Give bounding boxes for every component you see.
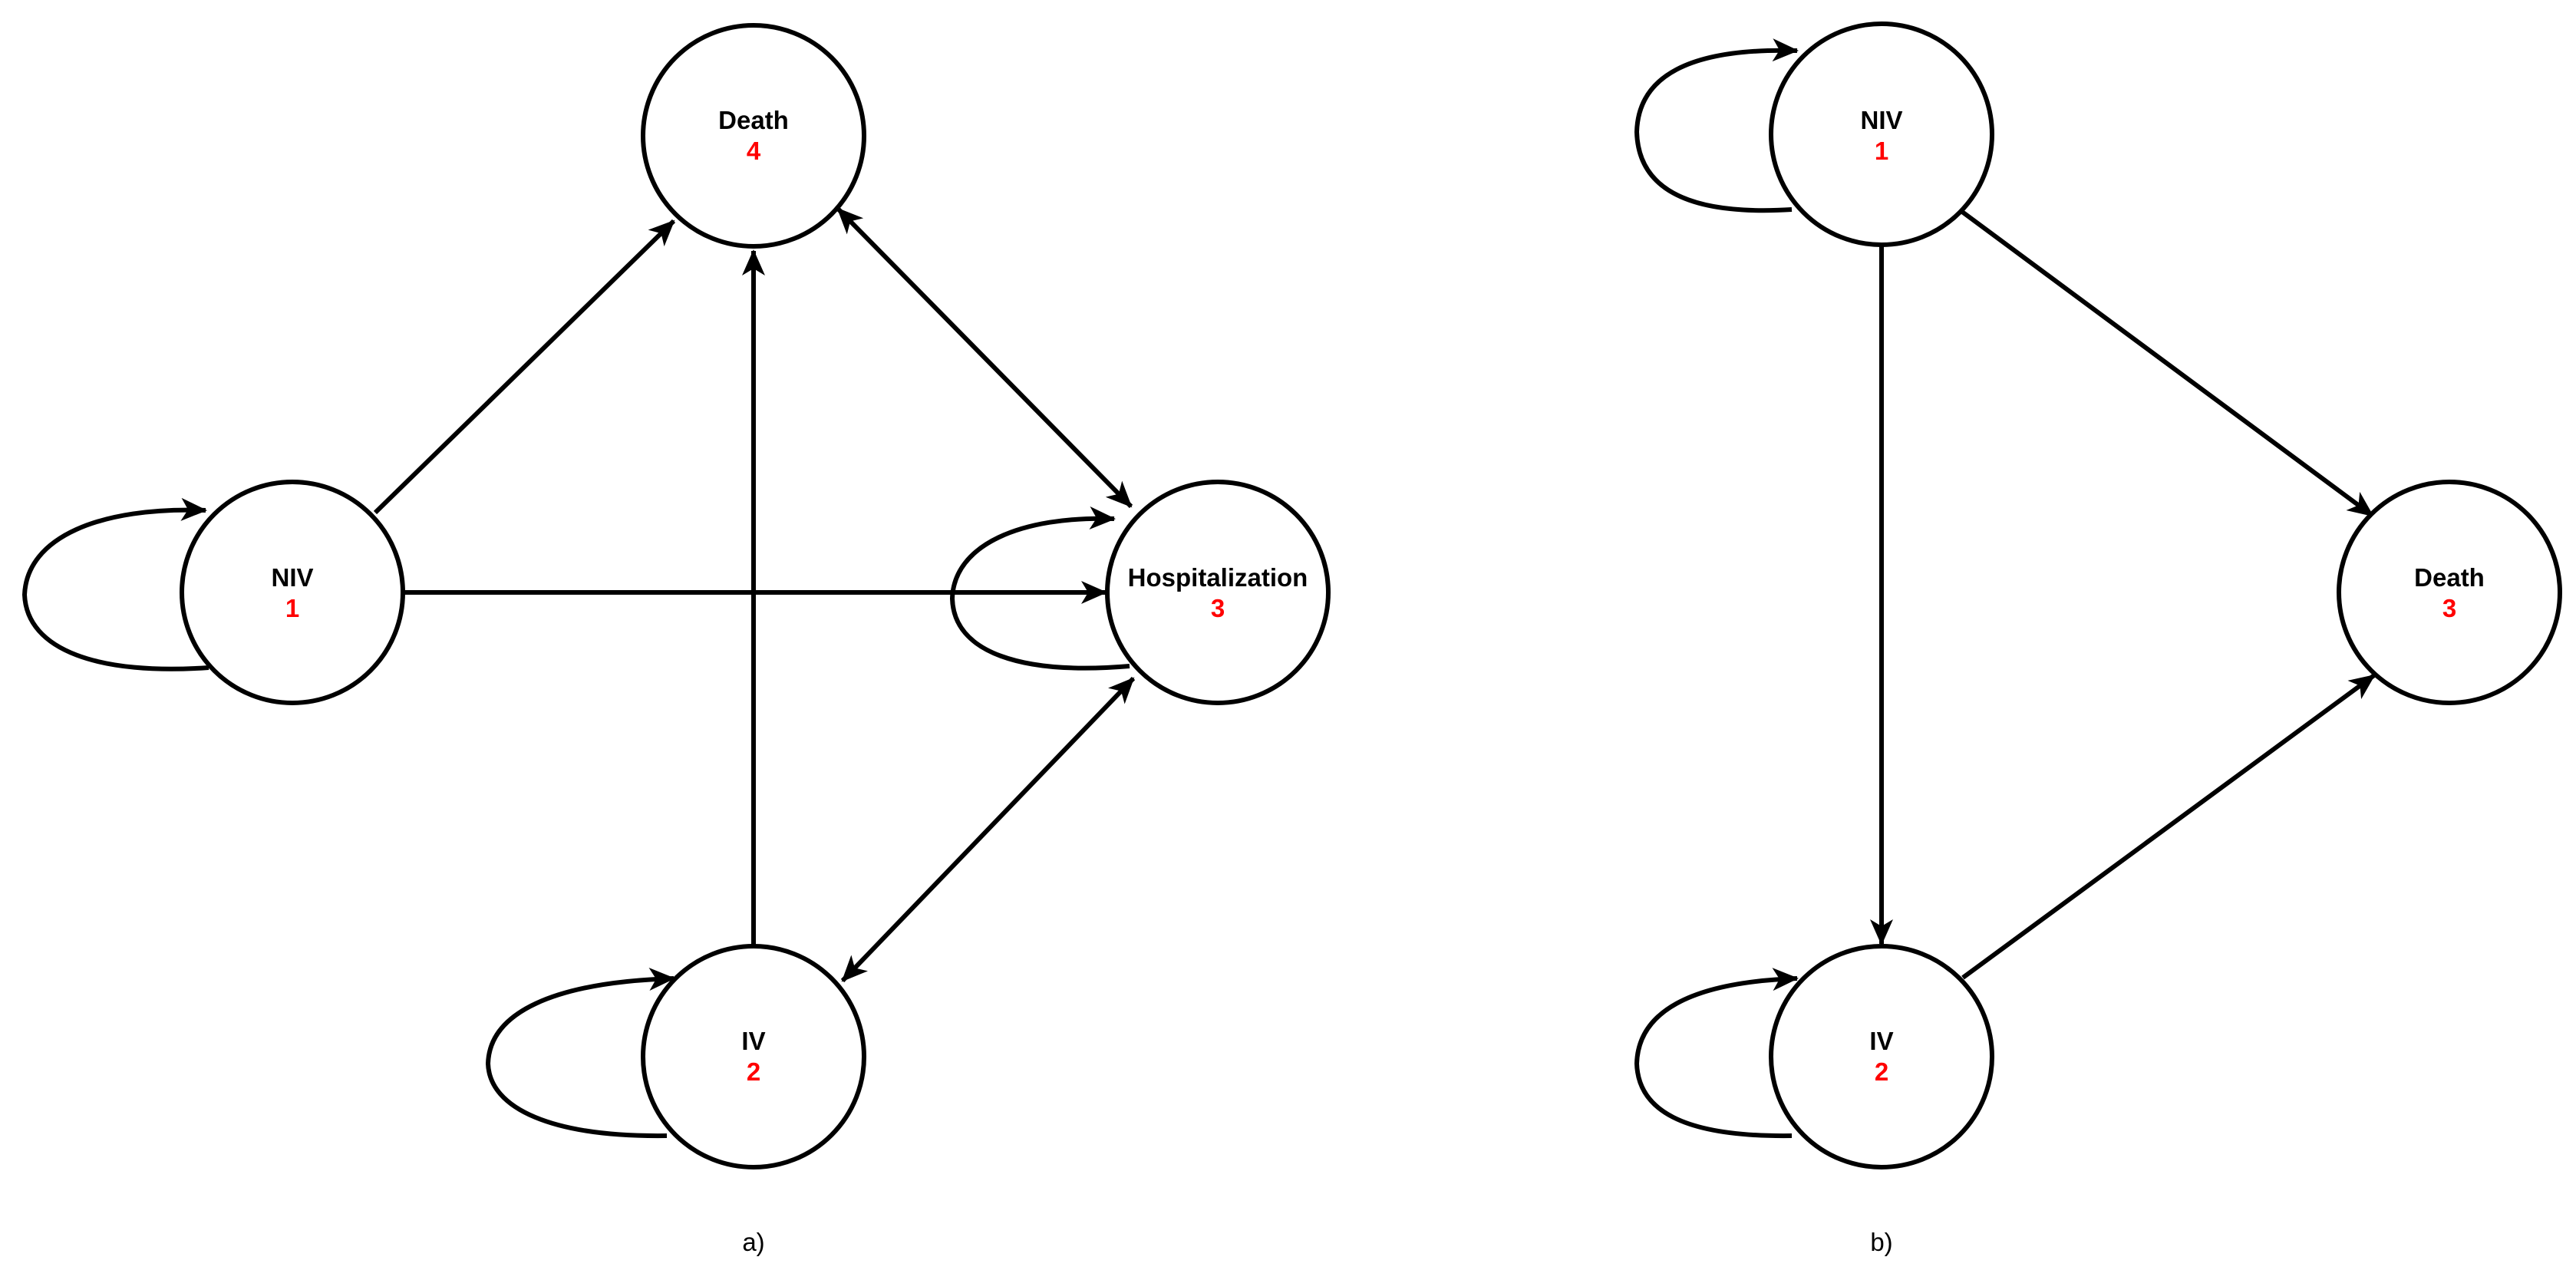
node-hospitalization-number: 3 bbox=[1211, 594, 1225, 622]
node-iv-b: IV 2 bbox=[1769, 944, 1994, 1169]
node-death-b-number: 3 bbox=[2442, 594, 2456, 622]
node-death-number: 4 bbox=[747, 137, 761, 165]
node-death: Death 4 bbox=[641, 23, 866, 249]
node-hospitalization: Hospitalization 3 bbox=[1105, 480, 1331, 705]
node-niv-b: NIV 1 bbox=[1769, 21, 1994, 247]
node-death-b-label: Death bbox=[2414, 563, 2485, 592]
node-death-b: Death 3 bbox=[2337, 480, 2562, 705]
node-niv-number: 1 bbox=[285, 594, 299, 622]
edge-hospitalization-death-bidirectional bbox=[836, 206, 1133, 509]
node-niv-b-label: NIV bbox=[1860, 106, 1902, 134]
node-iv-label: IV bbox=[741, 1027, 765, 1055]
edge-iv-self-loop bbox=[485, 968, 675, 1139]
caption-b: b) bbox=[1870, 1228, 1892, 1256]
edge-iv-to-death-b bbox=[1961, 673, 2376, 980]
caption-a: a) bbox=[742, 1228, 764, 1256]
diagram-a: Death 4 NIV 1 Hospitalization 3 IV 2 a) bbox=[21, 23, 1331, 1256]
edge-niv-self-loop bbox=[21, 497, 209, 671]
node-death-label: Death bbox=[718, 106, 789, 134]
node-iv-b-label: IV bbox=[1869, 1027, 1893, 1055]
edge-niv-to-death bbox=[373, 219, 676, 515]
node-niv-label: NIV bbox=[271, 563, 313, 592]
node-iv: IV 2 bbox=[641, 944, 866, 1169]
node-iv-number: 2 bbox=[747, 1057, 760, 1086]
node-niv-b-number: 1 bbox=[1875, 137, 1888, 165]
edge-hospitalization-self-loop bbox=[949, 506, 1130, 671]
edge-niv-self-loop-b bbox=[1634, 38, 1799, 213]
edge-iv-hospitalization-bidirectional bbox=[840, 676, 1136, 983]
node-niv: NIV 1 bbox=[180, 480, 405, 705]
node-iv-b-number: 2 bbox=[1875, 1057, 1888, 1086]
diagram-b: NIV 1 Death 3 IV 2 b) bbox=[1634, 21, 2562, 1256]
node-hospitalization-label: Hospitalization bbox=[1128, 563, 1308, 592]
edge-iv-self-loop-b bbox=[1634, 968, 1799, 1139]
edge-niv-to-death-b bbox=[1958, 207, 2374, 518]
